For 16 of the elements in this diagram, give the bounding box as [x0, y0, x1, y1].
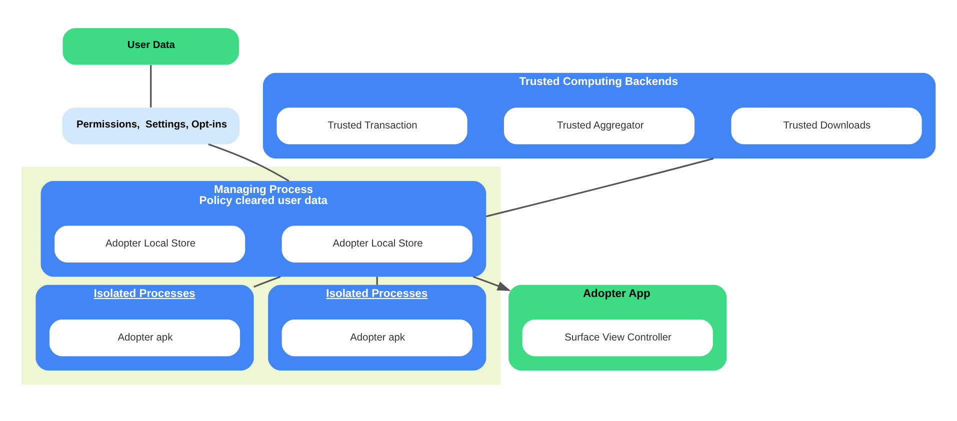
connector	[253, 276, 281, 288]
node-box: Adopter apk	[49, 320, 240, 356]
node-box: Trusted Transaction	[276, 108, 468, 144]
connector	[376, 276, 378, 285]
node-box: User Data	[62, 28, 239, 65]
node-box: Adopter Local Store	[282, 226, 472, 262]
connector	[150, 65, 152, 108]
connector	[486, 158, 714, 218]
arrow	[472, 276, 511, 291]
node-box: Adopter apk	[282, 320, 472, 356]
node-box: Trusted Downloads	[731, 108, 922, 144]
node-box: Surface View Controller	[522, 320, 713, 356]
connector	[208, 144, 290, 182]
node-box: Trusted Aggregator	[504, 108, 695, 144]
node-box: Permissions, Settings, Opt-ins	[62, 108, 240, 144]
node-box: Adopter Local Store	[54, 226, 246, 262]
